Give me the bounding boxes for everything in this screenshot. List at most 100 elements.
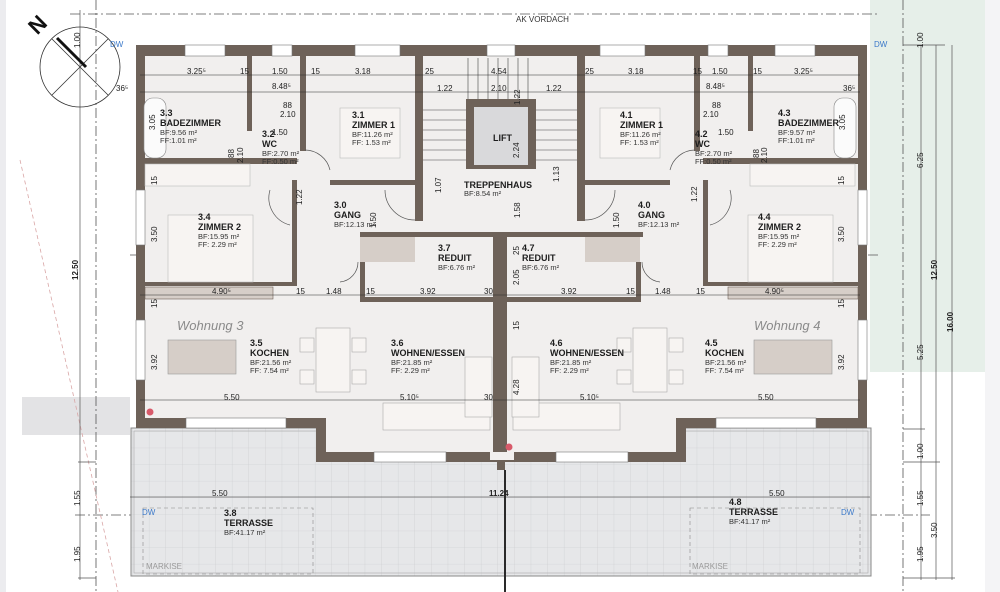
dw-label: DW (110, 40, 124, 49)
dimension-label: 8.48⁵ (706, 82, 725, 91)
room-name: TERRASSE (224, 518, 274, 529)
dimension-label: 30 (484, 393, 493, 402)
markise-label: MARKISE (692, 562, 729, 571)
room-number: 4.7 (522, 243, 535, 253)
room-bf: BF:41.17 m² (224, 527, 266, 537)
room-name: BADEZIMMER (160, 118, 221, 129)
dimension-label: 2.10 (491, 84, 507, 93)
room-ff: FF:0.50 m² (695, 157, 732, 167)
dimension-label: 3.25⁵ (794, 67, 813, 76)
dimension-label: 5.50 (224, 393, 240, 402)
dimension-label: 1.13 (552, 166, 561, 182)
room-ff: FF:1.01 m² (160, 136, 197, 146)
room-number: 4.5 (705, 338, 718, 348)
room-name: WC (695, 139, 710, 150)
room-number: 4.0 (638, 200, 651, 210)
dimension-label: 1.22 (295, 189, 304, 205)
dimension-label: 1.95 (73, 546, 82, 562)
dimension-label: 5.50 (758, 393, 774, 402)
room-ff: FF: 1.53 m² (620, 138, 659, 148)
dimension-label: 8.48⁵ (272, 82, 291, 91)
dimension-label: 25 (425, 67, 434, 76)
room-bf: BF:15.95 m² (758, 231, 800, 241)
dimension-label: 1.22 (690, 186, 699, 202)
dimension-label: 3.50 (837, 226, 846, 242)
room-name: WOHNEN/ESSEN (550, 348, 625, 359)
room-number: 3.7 (438, 243, 451, 253)
dimension-label: 88 (283, 101, 292, 110)
dimension-label: 2.10 (280, 110, 296, 119)
ak-vordach-label: AK VORDACH (516, 15, 569, 24)
dimension-label: 1.22 (546, 84, 562, 93)
room-ff: FF: 2.29 m² (550, 366, 589, 376)
dimension-label: 1.00 (916, 32, 925, 48)
dimension-label: 15 (837, 176, 846, 185)
dimension-label: 1.07 (434, 177, 443, 193)
dimension-label: 15 (753, 67, 762, 76)
room-bf: BF:11.26 m² (620, 129, 661, 139)
dimension-label: 4.28 (512, 379, 521, 395)
room-bf: BF:21.85 m² (550, 357, 592, 367)
dimension-label: 3.05 (838, 114, 847, 130)
dimension-label: 25 (585, 67, 594, 76)
room-name: REDUIT (438, 253, 472, 264)
dimension-label: 1.58 (513, 202, 522, 218)
hydrant-icon (146, 408, 154, 416)
room-number: 3.6 (391, 338, 404, 348)
dimension-label: 4.90⁵ (212, 287, 231, 296)
room-bf: BF:21.56 m² (250, 357, 292, 367)
dimension-label: 15 (693, 67, 702, 76)
dimension-label: 88 (227, 149, 236, 158)
room-name: KOCHEN (705, 348, 745, 359)
dimension-label: 1.50 (369, 212, 378, 228)
room-bf: BF:21.56 m² (705, 357, 747, 367)
dimension-label: 16.00 (946, 311, 955, 332)
dimension-label: 5.50 (212, 489, 228, 498)
dimension-label: 2.24 (512, 142, 521, 158)
room-3-4-zimmer-2: 3.4 ZIMMER 2 BF:15.95 m² FF: 2.29 m² (198, 212, 241, 250)
dimension-label: 5.10⁵ (580, 393, 599, 402)
room-treppenhaus: TREPPENHAUS BF:8.54 m² (464, 180, 532, 199)
room-number: 3.1 (352, 110, 365, 120)
dimension-label: 2.05 (512, 269, 521, 285)
dimension-label: 3.92 (150, 354, 159, 370)
lift-shaft (474, 107, 528, 165)
room-4-4-zimmer-2: 4.4 ZIMMER 2 BF:15.95 m² FF: 2.29 m² (758, 212, 801, 250)
kitchen-island-3 (167, 339, 237, 375)
dimension-label: 12.50 (930, 259, 939, 280)
dw-label: DW (874, 40, 888, 49)
dimension-label: 1.50 (272, 67, 288, 76)
room-bf: BF:9.57 m² (778, 127, 816, 137)
room-number: 4.6 (550, 338, 563, 348)
room-bf: BF:2.70 m² (262, 148, 300, 158)
dimension-label: 15 (696, 287, 705, 296)
dimension-label: 1.00 (916, 443, 925, 459)
dimension-label: 2.10 (236, 147, 245, 163)
room-bf: BF:41.17 m² (729, 516, 771, 526)
dimension-label: 15 (837, 299, 846, 308)
dw-label: DW (142, 508, 156, 517)
dimension-label: 1.50 (612, 212, 621, 228)
room-name: KOCHEN (250, 348, 290, 359)
door-swings (268, 149, 732, 283)
dimension-label: 15 (150, 299, 159, 308)
room-number: 3.4 (198, 212, 211, 222)
dimension-label: 2.10 (703, 110, 719, 119)
room-name: ZIMMER 2 (758, 222, 802, 233)
room-bf: BF:6.76 m² (438, 262, 476, 272)
room-bf: BF:2.70 m² (695, 148, 733, 158)
room-number: 4.3 (778, 108, 791, 118)
dimension-label: 6.25 (916, 152, 925, 168)
dw-label: DW (841, 508, 855, 517)
hydrant-icon (505, 443, 513, 451)
windows (135, 44, 868, 463)
room-ff: FF: 1.53 m² (352, 138, 391, 148)
room-bf: BF:12.13 m² (638, 219, 680, 229)
room-name: TERRASSE (729, 507, 779, 518)
room-4-3-badezimmer: 4.3 BADEZIMMER BF:9.57 m² FF:1.01 m² (778, 108, 839, 146)
room-name: LIFT (493, 133, 512, 143)
room-4-5-kochen: 4.5 KOCHEN BF:21.56 m² FF: 7.54 m² (705, 338, 746, 376)
dimension-label: 15 (296, 287, 305, 296)
room-bf: BF:12.13 m² (334, 219, 376, 229)
dimension-label: 15 (366, 287, 375, 296)
